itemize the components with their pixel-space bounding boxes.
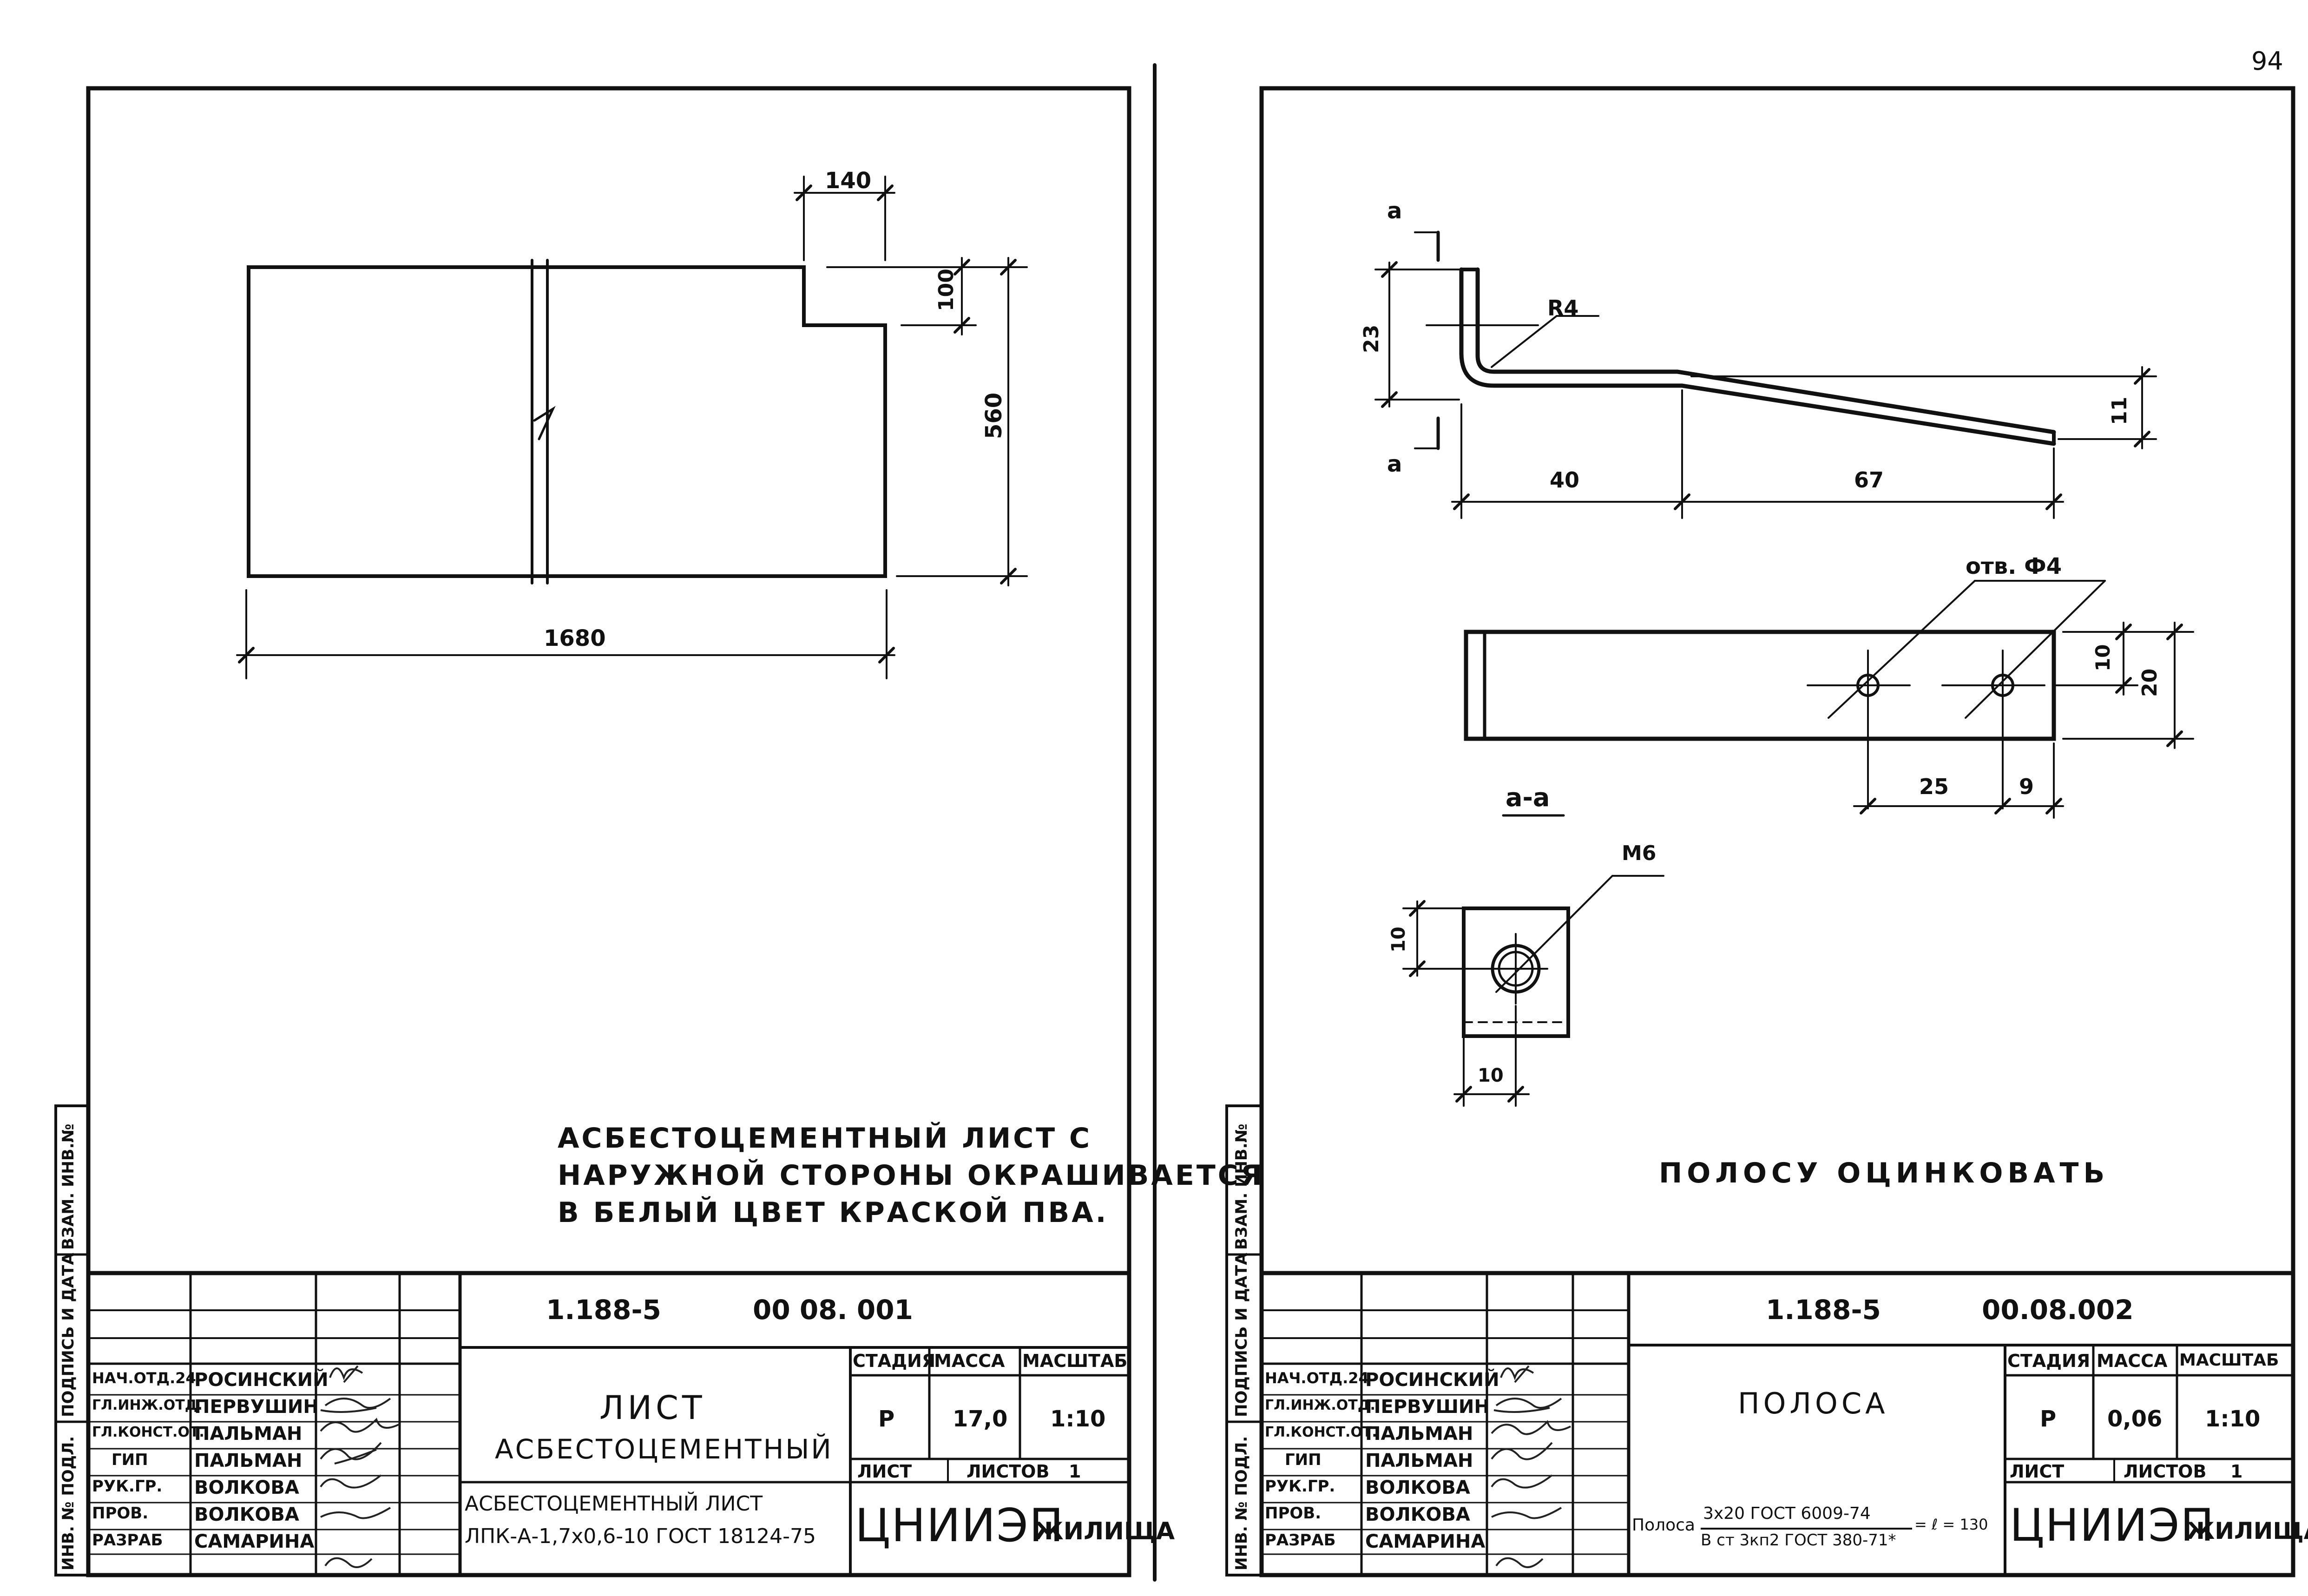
dim-10-v: 10 (1388, 926, 1409, 952)
side-label-inv: ИНВ. № ПОДЛ. (59, 1436, 78, 1570)
scale-value: 1:10 (1050, 1406, 1106, 1432)
stage-value: Р (2040, 1406, 2057, 1432)
dim-25: 25 (1919, 774, 1949, 799)
role: РАЗРАБ (92, 1531, 163, 1550)
role: РАЗРАБ (1265, 1531, 1336, 1550)
doc-code: 00.08.002 (1982, 1294, 2134, 1326)
material-suffix: = ℓ = 130 (1914, 1516, 1988, 1533)
person-name: ВОЛКОВА (194, 1477, 299, 1498)
dim-20: 20 (2138, 668, 2162, 697)
role: РУК.ГР. (92, 1477, 163, 1496)
material-numerator: 3х20 ГОСТ 6009-74 (1703, 1504, 1871, 1523)
role: ГИП (112, 1451, 148, 1469)
role: ГЛ.ИНЖ.ОТД. (92, 1397, 203, 1413)
dim-23: 23 (1360, 324, 1383, 353)
person-name: РОСИНСКИЙ (194, 1369, 329, 1391)
role: ГЛ.ИНЖ.ОТД. (1265, 1397, 1375, 1413)
sheets-count: 1 (1069, 1461, 1081, 1482)
dim-67: 67 (1854, 467, 1884, 493)
thread-label: М6 (1622, 841, 1657, 865)
dim-11: 11 (2108, 396, 2131, 425)
doc-code: 00 08. 001 (753, 1294, 913, 1326)
dim-40: 40 (1550, 467, 1580, 493)
role: НАЧ.ОТД.24 (1265, 1369, 1369, 1387)
dim-1680: 1680 (544, 625, 606, 651)
organization-suffix: ЖИЛИЩА (2186, 1517, 2308, 1544)
header-scale: МАСШТАБ (2179, 1351, 2279, 1370)
person-name: ПАЛЬМАН (1365, 1450, 1473, 1471)
header-stage: СТАДИЯ (2007, 1351, 2091, 1371)
material-prefix: Полоса (1632, 1516, 1695, 1535)
header-scale: МАСШТАБ (1022, 1351, 1128, 1371)
role: НАЧ.ОТД.24 (92, 1369, 196, 1387)
sheets-count: 1 (2230, 1461, 2243, 1482)
organization-suffix: ЖИЛИЩА (1034, 1517, 1175, 1545)
note-line-1: ПОЛОСУ ОЦИНКОВАТЬ (1659, 1157, 2110, 1189)
dim-10-h: 10 (1478, 1065, 1504, 1086)
sheet2-frame (1259, 86, 2295, 1577)
role: ПРОВ. (92, 1504, 149, 1523)
person-name: ПАЛЬМАН (194, 1450, 302, 1471)
dim-r4: R4 (1547, 296, 1579, 321)
side-label-sign: ПОДПИСЬ И ДАТА (59, 1253, 78, 1417)
header-sheets: ЛИСТОВ (967, 1461, 1050, 1482)
doc-series: 1.188-5 (546, 1294, 661, 1326)
person-name: ВОЛКОВА (194, 1504, 299, 1525)
side-label-replace: ВЗАМ. ИНВ.№ (1232, 1123, 1251, 1250)
hole-label: отв. Ф4 (1966, 553, 2062, 579)
note-line-3: В БЕЛЫЙ ЦВЕТ КРАСКОЙ ПВА. (558, 1196, 1109, 1229)
mass-value: 17,0 (953, 1406, 1008, 1432)
person-name: РОСИНСКИЙ (1365, 1369, 1499, 1391)
plate-outline (247, 265, 887, 578)
scale-value: 1:10 (2205, 1406, 2261, 1432)
sheet1-frame (86, 86, 1131, 1577)
doc-series: 1.188-5 (1766, 1294, 1881, 1326)
note-line-1: АСБЕСТОЦЕМЕНТНЫЙ ЛИСТ С (558, 1122, 1092, 1155)
header-mass: МАССА (2097, 1351, 2168, 1371)
role: ГЛ.КОНСТ.ОТ. (1265, 1424, 1377, 1440)
dim-100: 100 (934, 269, 958, 311)
header-mass: МАССА (934, 1351, 1005, 1371)
title-line-2: АСБЕСТОЦЕМЕНТНЫЙ (495, 1433, 833, 1465)
person-name: ВОЛКОВА (1365, 1477, 1470, 1498)
section-mark-top: а (1387, 198, 1402, 224)
title-line-1: ПОЛОСА (1738, 1386, 1889, 1420)
material-line-2: ЛПК-А-1,7х0,6-10 ГОСТ 18124-75 (465, 1524, 816, 1548)
side-label-sign: ПОДПИСЬ И ДАТА (1232, 1253, 1251, 1417)
header-sheets: ЛИСТОВ (2124, 1461, 2207, 1482)
title-line-1: ЛИСТ (599, 1389, 706, 1427)
note-line-2: НАРУЖНОЙ СТОРОНЫ ОКРАШИВАЕТСЯ (558, 1159, 1264, 1192)
mass-value: 0,06 (2107, 1406, 2163, 1432)
section-mark-bottom: а (1387, 451, 1402, 477)
role: РУК.ГР. (1265, 1477, 1335, 1496)
dim-140: 140 (825, 168, 872, 194)
organization: ЦНИИЭП (855, 1499, 1065, 1552)
header-sheet: ЛИСТ (2010, 1461, 2065, 1482)
person-name: САМАРИНА (1365, 1531, 1486, 1552)
person-name: ВОЛКОВА (1365, 1504, 1470, 1525)
dim-9: 9 (2019, 774, 2034, 799)
material-denominator: В ст 3кп2 ГОСТ 380-71* (1701, 1531, 1896, 1550)
person-name: ПАЛЬМАН (1365, 1423, 1473, 1445)
person-name: САМАРИНА (194, 1531, 315, 1552)
role: ГИП (1285, 1451, 1322, 1469)
signatures (320, 1365, 1571, 1568)
stage-value: Р (878, 1406, 895, 1432)
person-name: ПЕРВУШИН (1365, 1396, 1490, 1418)
person-name: ПАЛЬМАН (194, 1423, 302, 1445)
dim-560: 560 (981, 392, 1007, 439)
role: ГЛ.КОНСТ.ОТ. (92, 1424, 204, 1440)
organization: ЦНИИЭП (2010, 1499, 2215, 1551)
header-sheet: ЛИСТ (857, 1461, 912, 1482)
side-label-replace: ВЗАМ. ИНВ.№ (59, 1123, 78, 1250)
material-line-1: АСБЕСТОЦЕМЕНТНЫЙ ЛИСТ (465, 1492, 763, 1516)
side-label-inv: ИНВ. № ПОДЛ. (1232, 1436, 1251, 1570)
header-stage: СТАДИЯ (853, 1351, 936, 1371)
person-name: ПЕРВУШИН (194, 1396, 319, 1418)
dim-10-plan: 10 (2091, 644, 2114, 671)
section-title: а-а (1506, 783, 1550, 812)
role: ПРОВ. (1265, 1504, 1322, 1523)
page-number: 94 (2251, 46, 2283, 76)
